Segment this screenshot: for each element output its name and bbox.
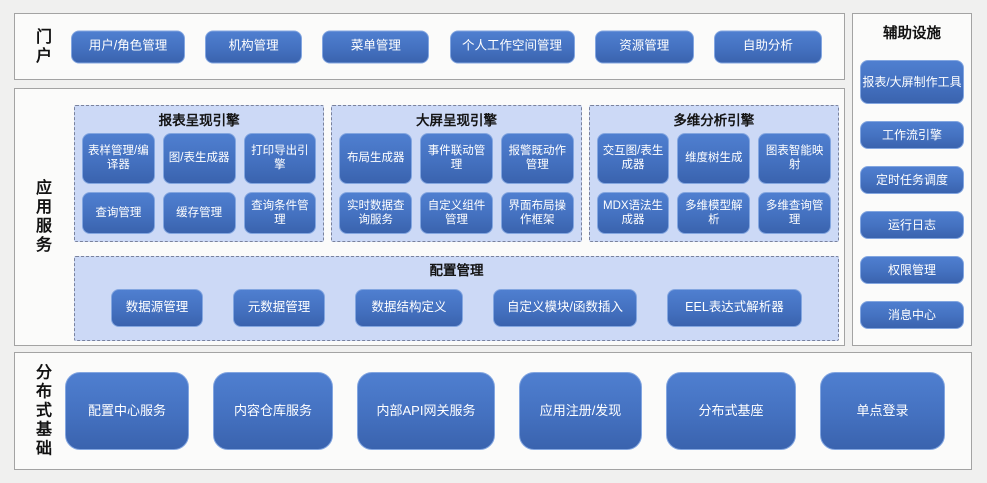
panel-olap-engine: 多维分析引擎 交互图/表生成器 维度树生成 图表智能映射 MDX语法生成器 多维… [588,105,839,242]
block-app-registration-discovery: 应用注册/发现 [519,372,642,450]
block-resource-management: 资源管理 [594,30,694,63]
block-personal-workspace-management: 个人工作空间管理 [449,30,575,63]
panel-bigscreen-engine-title: 大屏呈现引擎 [415,113,497,128]
section-distributed-foundation: 分布式基础 配置中心服务 内容仓库服务 内部API网关服务 应用注册/发现 分布… [14,352,972,470]
block-alarm-action-management: 报警既动作管理 [500,133,574,184]
block-query-management: 查询管理 [82,191,155,234]
block-multidim-model-parsing: 多维模型解析 [677,191,751,234]
block-datasource-management: 数据源管理 [111,288,203,327]
block-print-export-engine: 打印导出引擎 [243,133,317,184]
block-workflow-engine: 工作流引擎 [860,121,964,149]
block-single-sign-on: 单点登录 [820,372,945,450]
block-style-management-compiler: 表样管理/编译器 [82,133,155,184]
block-report-bigscreen-authoring-tool: 报表/大屏制作工具 [860,60,964,104]
panel-report-engine: 报表呈现引擎 表样管理/编译器 图/表生成器 打印导出引擎 查询管理 缓存管理 … [74,105,325,242]
block-event-linkage-management: 事件联动管理 [420,133,493,184]
section-app-services: 应用服务 报表呈现引擎 表样管理/编译器 图/表生成器 打印导出引擎 查询管理 … [14,88,845,346]
block-custom-component-management: 自定义组件管理 [420,191,493,234]
block-layout-generator: 布局生成器 [339,133,413,184]
panel-olap-engine-grid: 交互图/表生成器 维度树生成 图表智能映射 MDX语法生成器 多维模型解析 多维… [596,133,831,234]
block-message-center: 消息中心 [860,301,964,329]
distributed-button-row: 配置中心服务 内容仓库服务 内部API网关服务 应用注册/发现 分布式基座 单点… [65,372,945,450]
section-app-services-label: 应用服务 [33,179,50,255]
section-portal-label: 门户 [33,27,50,66]
block-content-repository-service: 内容仓库服务 [213,372,333,450]
block-realtime-data-query-service: 实时数据查询服务 [339,191,413,234]
panel-config-management-title: 配置管理 [429,263,484,278]
block-user-role-management: 用户/角色管理 [71,30,185,63]
section-auxiliary-facilities: 辅助设施 报表/大屏制作工具 工作流引擎 定时任务调度 运行日志 权限管理 消息… [852,13,972,346]
block-query-condition-management: 查询条件管理 [243,191,317,234]
block-run-log: 运行日志 [860,211,964,239]
block-permission-management: 权限管理 [860,256,964,284]
block-chart-smart-mapping: 图表智能映射 [758,133,831,184]
block-config-center-service: 配置中心服务 [65,372,189,450]
panel-bigscreen-engine: 大屏呈现引擎 布局生成器 事件联动管理 报警既动作管理 实时数据查询服务 自定义… [331,105,582,242]
block-data-structure-definition: 数据结构定义 [355,288,463,327]
block-self-service-analysis: 自助分析 [713,30,822,63]
portal-button-row: 用户/角色管理 机构管理 菜单管理 个人工作空间管理 资源管理 自助分析 [71,30,822,63]
block-scheduled-task-scheduling: 定时任务调度 [860,166,964,194]
section-portal: 门户 用户/角色管理 机构管理 菜单管理 个人工作空间管理 资源管理 自助分析 [14,13,845,80]
panel-olap-engine-title: 多维分析引擎 [673,113,755,128]
block-dimension-tree-generation: 维度树生成 [677,133,751,184]
block-cache-management: 缓存管理 [162,191,236,234]
block-interactive-chart-generator: 交互图/表生成器 [596,133,670,184]
panel-config-management: 配置管理 数据源管理 元数据管理 数据结构定义 自定义模块/函数插入 EEL表达… [74,256,839,341]
panel-report-engine-title: 报表呈现引擎 [158,113,240,128]
block-distributed-base: 分布式基座 [666,372,796,450]
engine-panels: 报表呈现引擎 表样管理/编译器 图/表生成器 打印导出引擎 查询管理 缓存管理 … [74,105,839,242]
block-eel-expression-parser: EEL表达式解析器 [667,288,802,327]
block-menu-management: 菜单管理 [322,30,430,63]
block-metadata-management: 元数据管理 [233,288,325,327]
block-ui-layout-operation-framework: 界面布局操作框架 [500,191,574,234]
section-auxiliary-facilities-title: 辅助设施 [883,26,941,42]
block-multidim-query-management: 多维查询管理 [758,191,831,234]
panel-report-engine-grid: 表样管理/编译器 图/表生成器 打印导出引擎 查询管理 缓存管理 查询条件管理 [82,133,317,234]
block-chart-table-generator: 图/表生成器 [162,133,236,184]
block-custom-module-function-insert: 自定义模块/函数插入 [493,288,637,327]
block-org-management: 机构管理 [205,30,303,63]
panel-bigscreen-engine-grid: 布局生成器 事件联动管理 报警既动作管理 实时数据查询服务 自定义组件管理 界面… [339,133,574,234]
section-distributed-foundation-label: 分布式基础 [33,363,50,459]
auxiliary-button-column: 报表/大屏制作工具 工作流引擎 定时任务调度 运行日志 权限管理 消息中心 [860,60,964,329]
panel-config-management-row: 数据源管理 元数据管理 数据结构定义 自定义模块/函数插入 EEL表达式解析器 [81,281,832,334]
block-mdx-syntax-generator: MDX语法生成器 [596,191,670,234]
block-internal-api-gateway-service: 内部API网关服务 [357,372,495,450]
